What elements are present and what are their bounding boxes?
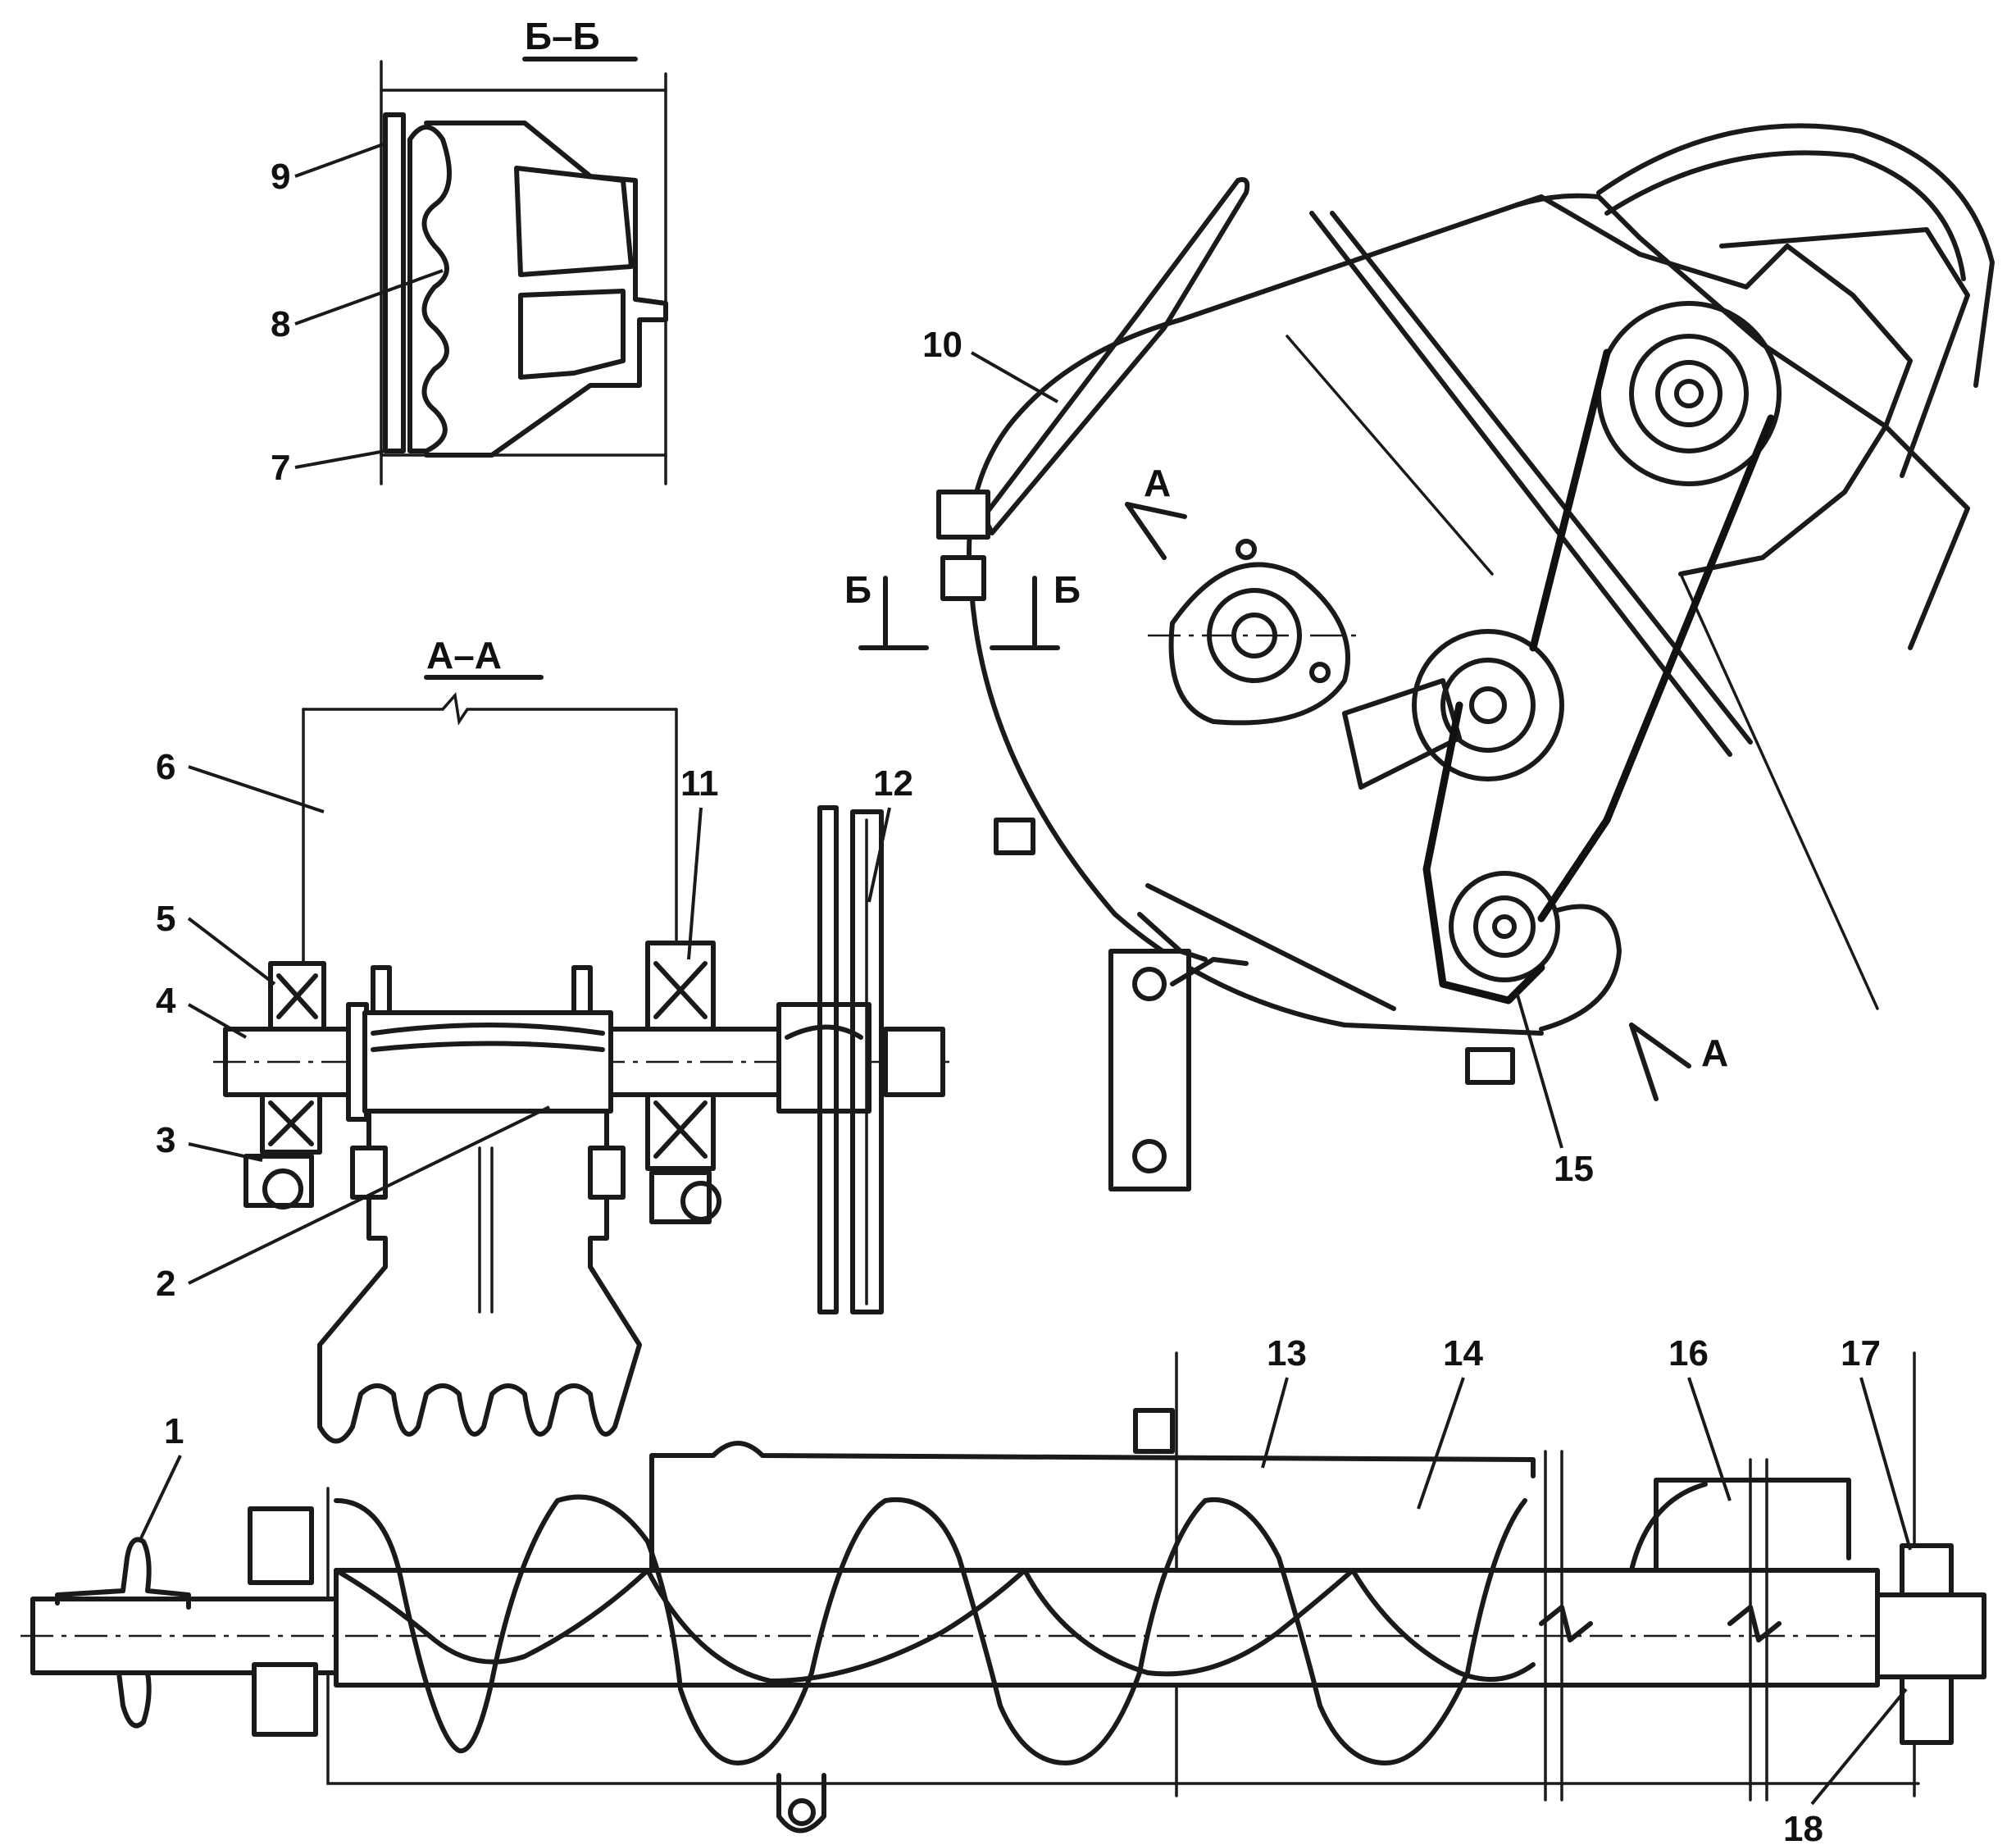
section-mark-b-right: Б — [1054, 568, 1081, 611]
section-bb-title: Б–Б — [525, 15, 600, 57]
callout-10: 10 — [922, 325, 962, 365]
callout-16: 16 — [1668, 1333, 1709, 1374]
callout-13: 13 — [1267, 1333, 1307, 1374]
callout-11: 11 — [680, 763, 719, 804]
callout-5: 5 — [156, 899, 175, 939]
callout-18: 18 — [1783, 1809, 1823, 1845]
section-mark-a-top: А — [1144, 462, 1171, 504]
auger-view — [20, 1351, 1986, 1834]
section-aa-view: А–А — [213, 634, 951, 1444]
callout-labels: 9 8 7 10 6 5 4 3 2 11 12 15 1 13 14 — [138, 142, 1912, 1845]
callout-12: 12 — [873, 763, 913, 804]
callout-1: 1 — [164, 1411, 184, 1451]
callout-7: 7 — [271, 448, 290, 488]
callout-2: 2 — [156, 1264, 175, 1304]
drive-side-view — [936, 123, 1995, 1191]
callout-6: 6 — [156, 747, 175, 787]
section-bb-view: Б–Б — [380, 15, 668, 485]
callout-4: 4 — [156, 981, 176, 1021]
callout-15: 15 — [1554, 1149, 1594, 1189]
callout-17: 17 — [1841, 1333, 1881, 1374]
callout-8: 8 — [271, 304, 290, 344]
section-markers: А А Б Б — [844, 462, 1728, 1101]
callout-3: 3 — [156, 1120, 175, 1160]
section-mark-b-left: Б — [844, 568, 871, 611]
section-mark-a-bottom: А — [1701, 1032, 1728, 1074]
section-aa-title: А–А — [426, 634, 502, 676]
callout-14: 14 — [1443, 1333, 1483, 1374]
callout-9: 9 — [271, 157, 290, 197]
